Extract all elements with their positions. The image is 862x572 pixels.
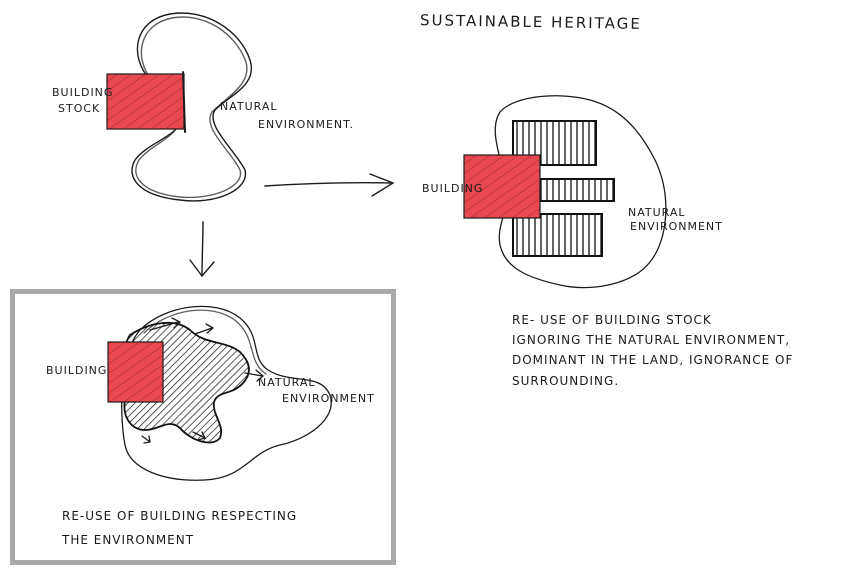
sketch3-label-environment: Environment (282, 392, 375, 405)
sketch1-label-building: Building (52, 86, 114, 99)
sketch3-label-natural: Natural (258, 376, 316, 389)
caption-line: ignoring the natural environment, (512, 333, 791, 348)
sketch2-label-natural: Natural (628, 206, 686, 219)
sketch3-caption: Re-use of building respecting the enviro… (62, 508, 297, 548)
sketch-3 (107, 305, 332, 481)
building-wing-bottom (512, 213, 603, 257)
arrow-down-icon (189, 221, 215, 278)
sketch-1 (106, 12, 253, 202)
highlight-frame (10, 289, 396, 565)
natural-environment-blob (121, 305, 332, 481)
sketch2-label-environment: Environment (630, 220, 723, 233)
building-wing-middle (534, 178, 615, 202)
sketch1-label-environment: Environment. (258, 118, 355, 131)
sketch1-label-stock: Stock (58, 102, 101, 115)
natural-environment-blob (131, 12, 253, 202)
caption-line: Re-use of building respecting (62, 509, 298, 523)
sketch-2 (463, 95, 667, 289)
arrow-right-icon (264, 173, 395, 197)
caption-line: dominant in the land, ignorance of (512, 353, 794, 368)
caption-line: Re- use of building stock (512, 313, 712, 327)
sketch1-label-natural: Natural (220, 100, 278, 113)
sketch2-label-building: Building (422, 182, 484, 195)
caption-line: surrounding. (512, 373, 620, 388)
caption-line: the environment (62, 533, 195, 548)
sketch3-label-building: Building (46, 364, 108, 377)
sketch2-caption: Re- use of building stock ignoring the n… (512, 312, 793, 389)
